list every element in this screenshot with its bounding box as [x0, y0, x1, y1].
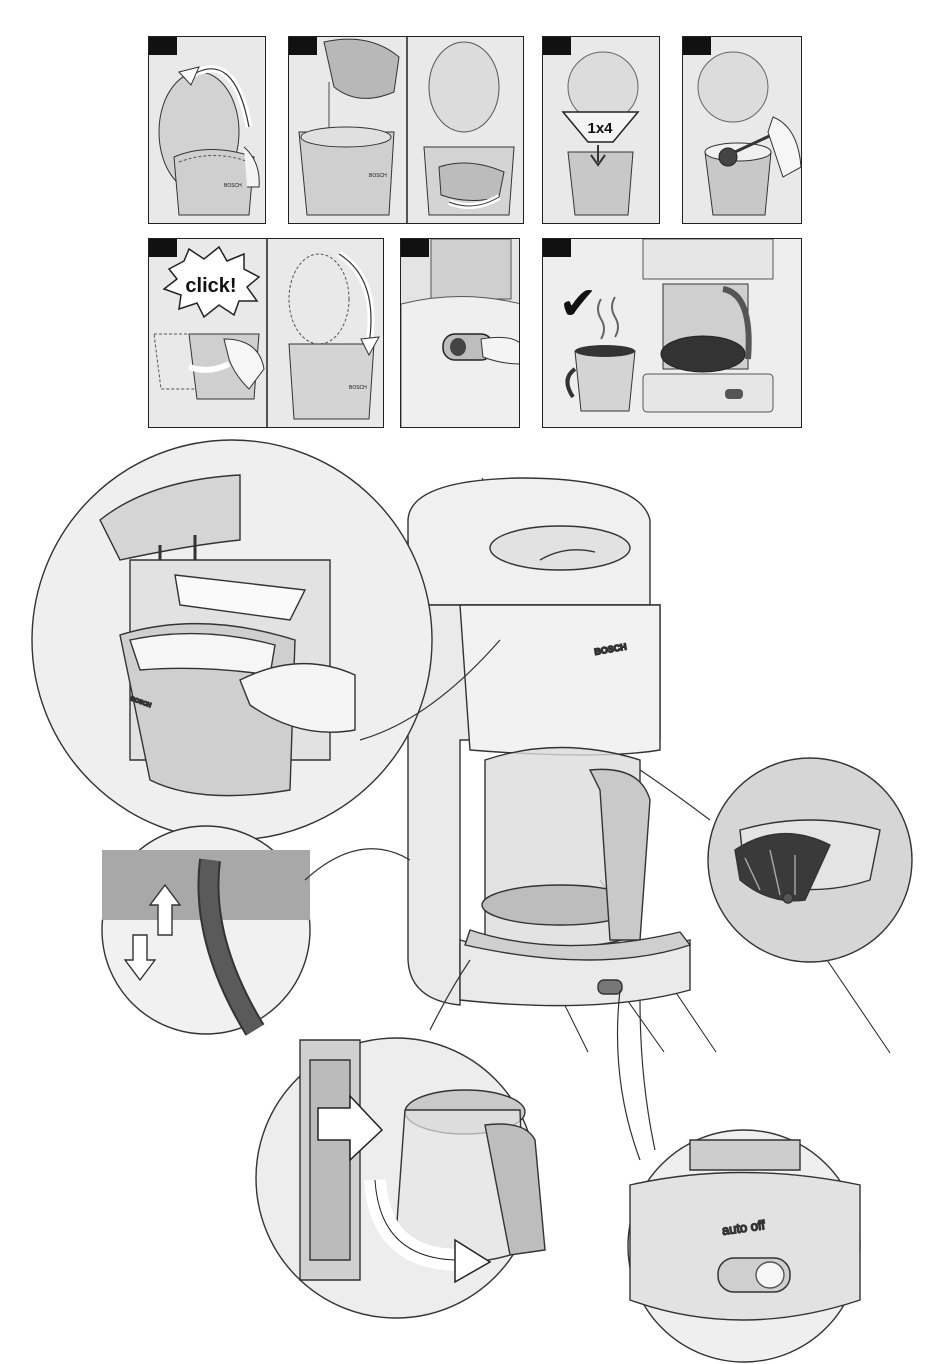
- coffee-machine: BOSCH: [408, 478, 690, 1006]
- filter-size-label: 1x4: [587, 120, 613, 137]
- up-down-arrow-icon: [125, 885, 180, 980]
- step-7-illustration: ✔: [543, 239, 802, 428]
- callout-auto-off: auto off: [618, 990, 861, 1362]
- label-leader-lines: [96, 475, 890, 1340]
- step-panel-7: ✔: [542, 238, 802, 428]
- step-badge: [543, 37, 571, 55]
- step-badge: [543, 239, 571, 257]
- step-panel-4: [682, 36, 802, 224]
- step-badge: [149, 239, 177, 257]
- brand-label: BOSCH: [594, 641, 628, 656]
- callout-filter-holder: BOSCH: [32, 440, 500, 840]
- checkmark-icon: ✔: [559, 277, 598, 329]
- brand-label: BOSCH: [369, 173, 387, 179]
- callout-cord-storage: [102, 826, 410, 1034]
- switch-press-icon: [443, 334, 520, 364]
- callout-carafe-insert: [256, 960, 545, 1318]
- brand-label: BOSCH: [224, 183, 242, 189]
- power-switch-icon: [718, 1258, 790, 1292]
- step-panel-1: BOSCH: [148, 36, 266, 224]
- step-badge: [683, 37, 711, 55]
- step-panel-5: click! BOSCH: [148, 238, 384, 428]
- step-panel-6: [400, 238, 520, 428]
- step-4-illustration: [683, 37, 802, 224]
- insert-arrow-icon: [318, 1096, 490, 1282]
- step-5-illustration: click! BOSCH: [149, 239, 384, 428]
- click-label: click!: [185, 275, 236, 297]
- auto-off-label: auto off: [721, 1217, 766, 1238]
- brand-label: BOSCH: [349, 385, 367, 391]
- callout-drip-stop: [640, 758, 912, 962]
- step-2-illustration: BOSCH: [289, 37, 524, 224]
- step-badge: [401, 239, 429, 257]
- step-3-illustration: 1x4: [543, 37, 660, 224]
- step-panel-3: 1x4: [542, 36, 660, 224]
- step-badge: [149, 37, 177, 55]
- brand-label: BOSCH: [129, 696, 151, 709]
- step-6-illustration: [401, 239, 520, 428]
- step-1-illustration: BOSCH: [149, 37, 266, 224]
- step-badge: [289, 37, 317, 55]
- step-panel-2: BOSCH: [288, 36, 524, 224]
